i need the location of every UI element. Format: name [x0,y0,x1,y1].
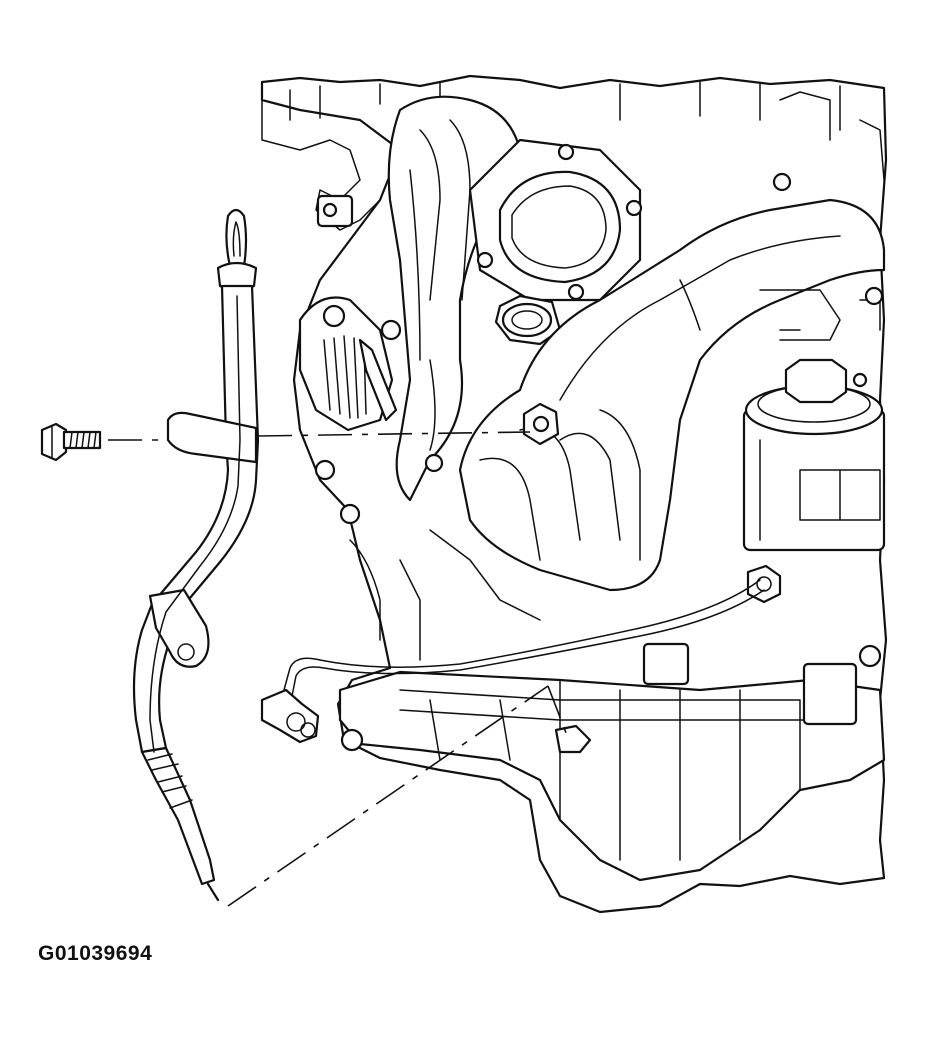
dipstick-mount-bracket [166,411,258,464]
harness-clip-bolt-head [756,576,772,592]
right-bolt-2 [852,372,868,388]
dipstick-tube-bands [147,753,193,809]
dipstick-port [554,724,592,754]
dipstick-lower-clip [148,588,210,668]
harness-connector-ring [286,712,306,732]
harness-wire-2 [291,589,765,697]
plenum-boss-hole [532,415,550,433]
intake-runner-lines-left [409,119,471,451]
throttle-bolt-2 [567,283,585,301]
alternator-bolt-top [322,304,346,328]
port-line-vertical [547,685,569,739]
harness-connector-ring-2 [300,722,316,738]
lower-left-boss-1 [314,459,336,481]
dipstick-tube-centerline [149,295,241,753]
oil-filter-cap-nut [784,358,848,404]
lower-left-boss-2 [339,503,361,525]
bracket-to-plenum-line [257,431,531,437]
dipstick-tube-tip [206,882,220,902]
oil-pan-bolt-left [340,728,364,752]
throttle-bore-inner [511,185,607,269]
harness-clip-bolt [746,564,782,604]
lower-left-contours [349,529,541,661]
upper-left-bracket [261,81,381,231]
throttle-bore [498,170,622,284]
leader-lines [108,431,569,907]
lower-center-bracket [642,642,690,686]
outlet-ring [501,302,553,338]
right-mount-bracket [802,662,858,726]
oil-pan-bolt-right-upper [858,644,882,668]
lower-left-boss-3 [424,453,444,473]
tube-to-port-line [227,685,549,907]
right-bolt-1 [864,286,884,306]
upper-right-bolt [772,172,792,192]
mount-hole-1 [322,202,338,218]
bolt-head [40,422,68,462]
outlet-ring-inner [511,310,543,330]
oil-filter-housing-detail [759,439,881,541]
oil-dipstick-tube [132,208,260,902]
figure-id-label: G01039694 [38,942,153,965]
dipstick-handle-inner [232,221,241,257]
dipstick-clip-hole [177,643,195,661]
dipstick-tube-lower [140,746,216,886]
wiring-harness [260,579,765,744]
oil-pan [338,670,886,882]
intake-plenum [458,198,886,592]
alternator-bolt-right [380,319,402,341]
throttle-bolt-4 [557,143,575,161]
throttle-bolt-1 [476,251,494,269]
engine-assembly [260,74,888,914]
alternator-fins [323,335,367,419]
alternator-bracket [358,338,398,422]
plenum-contours [479,235,841,561]
harness-wire-1 [283,579,761,691]
dipstick-handle [225,208,248,268]
bolt-threads [69,431,97,449]
bolt-icon [40,422,102,462]
throttle-bolt-3 [625,199,643,217]
